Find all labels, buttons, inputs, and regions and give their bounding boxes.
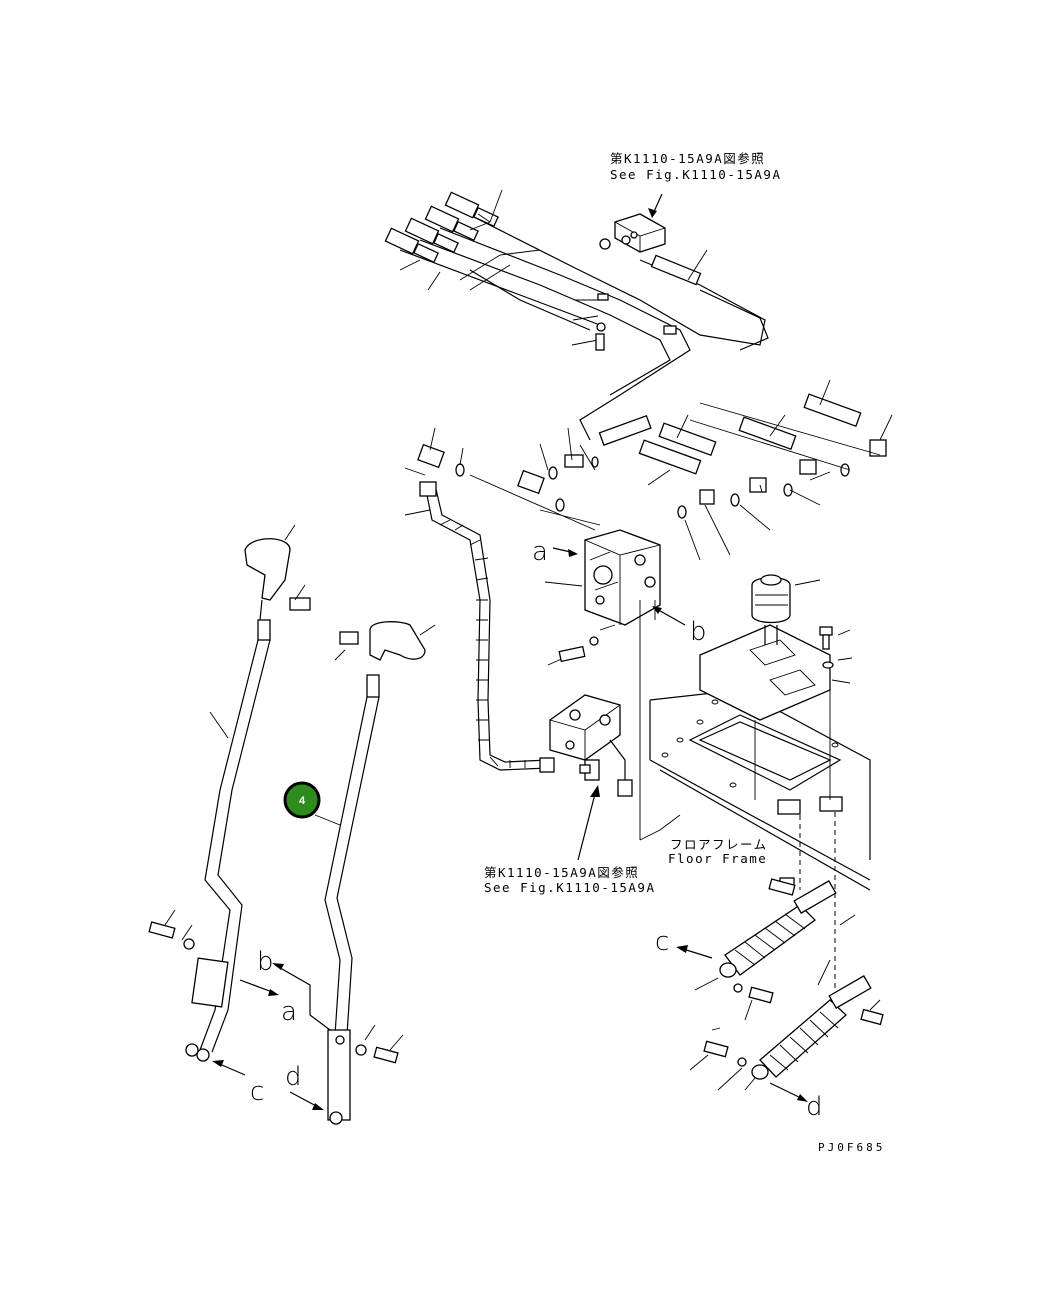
callout-4[interactable]: 4 xyxy=(283,781,321,819)
ref-top-arrowhead xyxy=(648,208,657,218)
leader-3 xyxy=(571,299,600,346)
valve-block xyxy=(599,213,666,253)
letter-c-right: c xyxy=(655,927,669,957)
letter-b-left: b xyxy=(257,947,274,977)
lever-left xyxy=(185,524,311,1062)
callout-4-label: 4 xyxy=(299,795,306,807)
fittings-row xyxy=(417,393,887,519)
ref-mid-jp: 第K1110-15A9A図参照 xyxy=(484,865,639,880)
hose-bundle xyxy=(384,191,769,441)
ref-top-jp: 第K1110-15A9A図参照 xyxy=(610,151,765,166)
callout-4-circle[interactable] xyxy=(283,781,321,819)
letter-a-top: a xyxy=(532,537,548,567)
bellows-lower xyxy=(751,975,872,1080)
lower-valve xyxy=(549,694,633,797)
lever-right xyxy=(324,621,436,1125)
letter-c-left: c xyxy=(250,1077,264,1107)
leader-1 xyxy=(469,189,503,231)
letter-d-right: d xyxy=(806,1092,823,1122)
floor-frame-jp: フロアフレーム xyxy=(670,837,768,852)
bellows-upper xyxy=(719,877,837,978)
leader-4 xyxy=(687,249,708,281)
pilot-valve xyxy=(584,529,661,840)
coil-hose xyxy=(424,484,549,771)
leader-mid-2 xyxy=(404,379,893,516)
letter-a-left: a xyxy=(281,997,297,1027)
drawing-id: PJ0F685 xyxy=(818,1141,885,1154)
ref-mid-en: See Fig.K1110-15A9A xyxy=(484,880,656,895)
leader-mid xyxy=(469,402,881,561)
leader-2 xyxy=(399,259,441,291)
boot-plate xyxy=(699,574,853,721)
floor-frame-en: Floor Frame xyxy=(668,851,767,866)
letter-d-left: d xyxy=(285,1062,302,1092)
ref-top-en: See Fig.K1110-15A9A xyxy=(610,167,782,182)
letter-b-top: b xyxy=(690,617,707,647)
